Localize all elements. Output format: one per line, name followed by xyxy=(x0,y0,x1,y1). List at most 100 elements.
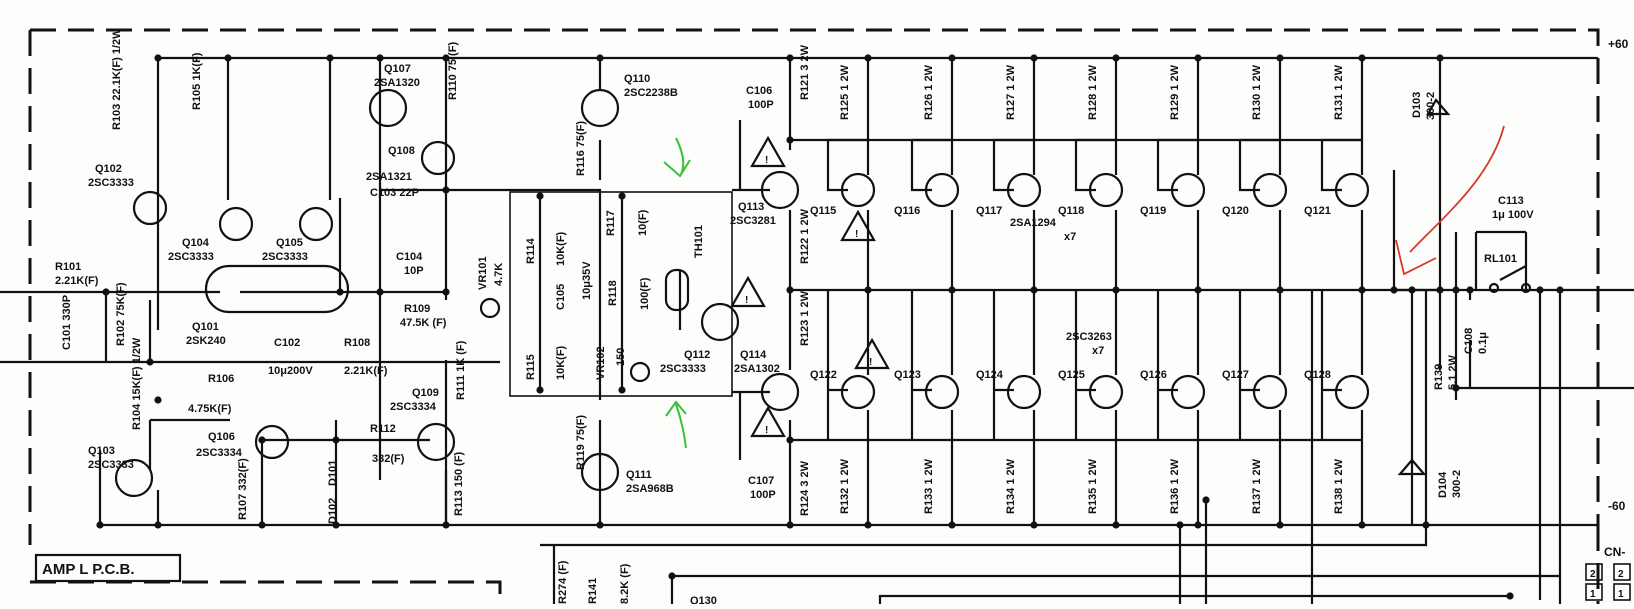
upper-resistor-label: R130 1 2W xyxy=(1251,64,1263,120)
th101-ref: TH101 xyxy=(693,225,705,258)
q107-type: 2SA1320 xyxy=(374,77,420,89)
q106-type: 2SC3334 xyxy=(196,447,243,459)
output-transistor-lower xyxy=(1088,374,1124,410)
vr101-value: 4.7K xyxy=(493,263,505,286)
junction-dot xyxy=(1112,521,1120,529)
junction-dot xyxy=(786,521,794,529)
red-arrow xyxy=(1395,125,1505,276)
lower-transistor-ref: Q128 xyxy=(1304,369,1331,381)
junction-dot xyxy=(1536,286,1544,294)
connector: 2 2 1 1 xyxy=(1585,563,1631,601)
r115-value: 10K(F) xyxy=(555,345,567,380)
junction-dot xyxy=(1276,521,1284,529)
lower-resistor-label: R137 1 2W xyxy=(1251,458,1263,514)
r104-label: R104 15K(F) 1/2W xyxy=(131,337,143,430)
r141-value: 8.2K (F) xyxy=(619,563,631,604)
relay-contact xyxy=(1488,282,1500,294)
c113-value: 1μ 100V xyxy=(1492,209,1534,221)
q112-ref: Q112 xyxy=(684,349,710,361)
junction-dot xyxy=(258,521,266,529)
warning-icon: ! xyxy=(750,135,786,168)
junction-dot xyxy=(948,521,956,529)
c101-label: C101 330P xyxy=(61,295,73,350)
r110-label: R110 75 (F) xyxy=(447,42,459,100)
c113-ref: C113 xyxy=(1498,195,1524,207)
junction-dot xyxy=(1358,286,1366,294)
bias-section xyxy=(479,58,740,525)
pos-rail-label: +60 xyxy=(1608,37,1629,51)
c107-value: 100P xyxy=(750,489,776,501)
r101-ref: R101 xyxy=(55,261,81,273)
power-rails xyxy=(0,56,1634,527)
q106-symbol xyxy=(254,424,290,460)
lower-resistor-label: R133 1 2W xyxy=(923,458,935,514)
junction-dot xyxy=(536,386,544,394)
junction-dot xyxy=(618,386,626,394)
input-stage xyxy=(98,58,602,525)
input-labels: R103 22.1K(F) 1/2W R105 1K(F) Q102 2SC33… xyxy=(55,28,467,524)
r107-label: R107 332(F) xyxy=(237,458,249,520)
connector-pin xyxy=(1585,583,1603,601)
junction-dot xyxy=(948,286,956,294)
junction-dot xyxy=(96,521,104,529)
q108-symbol xyxy=(420,140,456,176)
upper-transistor-ref: Q121 xyxy=(1304,205,1331,217)
d103-symbol xyxy=(1426,98,1451,116)
junction-dot xyxy=(1202,496,1210,504)
upper-resistor-label: R126 1 2W xyxy=(923,64,935,120)
pin-label: 2 xyxy=(1590,569,1596,580)
q110-symbol xyxy=(580,88,620,128)
junction-dot xyxy=(786,136,794,144)
junction-dot xyxy=(376,54,384,62)
output-transistor-upper xyxy=(1252,172,1288,208)
lower-resistor-label: R134 1 2W xyxy=(1005,458,1017,514)
r105-label: R105 1K(F) xyxy=(191,52,203,110)
output-transistor-lower xyxy=(1006,374,1042,410)
r108-ref: R108 xyxy=(344,337,370,349)
c105-ref: C105 xyxy=(555,284,567,310)
q102-symbol xyxy=(132,190,168,226)
green-annotations xyxy=(663,137,691,449)
q112-symbol xyxy=(700,302,740,342)
r139-ref: R139 xyxy=(1433,364,1445,390)
input-transistors xyxy=(114,88,456,498)
d104-symbol xyxy=(1397,458,1427,476)
upper-resistor-label: R128 1 2W xyxy=(1087,64,1099,120)
output-transistor-lower xyxy=(1334,374,1370,410)
connector-label: CN- xyxy=(1604,545,1625,559)
r124-label: R124 3 2W xyxy=(799,460,811,516)
output-transistor-lower xyxy=(1252,374,1288,410)
svg-text:!: ! xyxy=(855,229,858,240)
q109-ref: Q109 xyxy=(412,387,439,399)
r106-value: 4.75K(F) xyxy=(188,403,232,415)
green-arrow-down xyxy=(663,137,691,178)
c104-value: 10P xyxy=(404,265,424,277)
upper-count-label: x7 xyxy=(1064,231,1076,243)
junction-dot xyxy=(948,54,956,62)
junction-dot xyxy=(336,288,344,296)
junction-dot xyxy=(1030,54,1038,62)
junction-dot xyxy=(258,436,266,444)
junction-dot xyxy=(1390,286,1398,294)
q108-type: 2SA1321 xyxy=(366,171,412,183)
board-label: AMP L P.C.B. xyxy=(42,561,135,578)
upper-type-label: 2SA1294 xyxy=(1010,217,1057,229)
pin-label: 2 xyxy=(1618,569,1624,580)
junction-dot xyxy=(1194,521,1202,529)
c107-ref: C107 xyxy=(748,475,774,487)
q105-ref: Q105 xyxy=(276,237,303,249)
c105-value: 10μ35V xyxy=(581,261,593,300)
junction-dot xyxy=(442,288,450,296)
output-transistor-upper xyxy=(924,172,960,208)
svg-text:!: ! xyxy=(765,425,768,436)
junction-dot xyxy=(326,54,334,62)
r123-label: R123 1 2W xyxy=(799,290,811,346)
driver-labels: C106 100P R121 3 2W Q113 2SC3281 R122 1 … xyxy=(730,44,811,516)
junction-dot xyxy=(1112,286,1120,294)
upper-transistor-ref: Q119 xyxy=(1140,205,1166,217)
upper-transistor-ref: Q115 xyxy=(810,205,836,217)
r109-ref: R109 xyxy=(404,303,430,315)
output-transistor-upper xyxy=(1334,172,1370,208)
pin-label: 1 xyxy=(1590,589,1596,600)
